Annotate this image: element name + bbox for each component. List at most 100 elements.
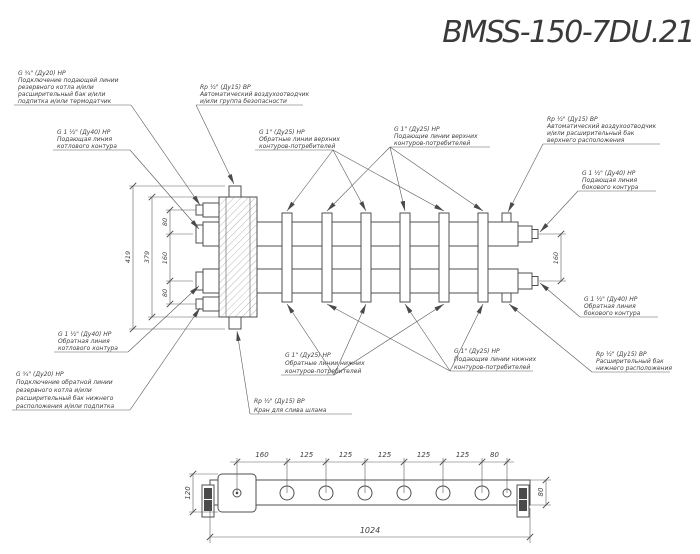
- separator-body: [218, 196, 258, 318]
- callout-leader: [539, 190, 579, 233]
- left-bottom-stub-collar: [195, 298, 204, 310]
- upper-side-fitting: [517, 225, 533, 243]
- dim-bar-height: 80: [537, 487, 545, 496]
- callout-leader: [449, 303, 484, 372]
- dim-span-5: 125: [417, 451, 431, 459]
- lower-side-fitting: [517, 272, 533, 290]
- callout-text-line: Обратная линия: [584, 303, 636, 310]
- callout-text-line: и/или расширительный бак: [547, 130, 635, 137]
- callout-text-line: расширительный бак нижнего: [15, 395, 114, 402]
- callout-text-line: Подающие линии верхних: [394, 133, 478, 140]
- dim-span-6: 125: [456, 451, 470, 459]
- left-supply-stub-collar: [195, 224, 204, 244]
- left-mount-bracket: [201, 484, 215, 518]
- left-supply-stub: [202, 221, 220, 247]
- callout-air-vent-upper-tank: Rp ½" (Ду15) ВР Автоматический воздухоот…: [507, 116, 660, 213]
- callout-text-line: G 1" (Ду25) НР: [454, 348, 500, 355]
- dim-ticks: [189, 458, 550, 541]
- callout-text-line: бокового контура: [582, 184, 639, 191]
- dim-column-height: 379: [143, 251, 151, 263]
- callout-text-line: G ¾" (Ду20) НР: [18, 70, 66, 77]
- riser-2: [321, 212, 333, 303]
- callout-text-line: Rp ½" (Ду15) ВР: [254, 398, 305, 405]
- callout-air-vent-safety-group: Rp ½" (Ду15) ВР Автоматический воздухоот…: [195, 84, 310, 185]
- callout-text-line: Обратная линия: [58, 338, 110, 345]
- callout-leader: [286, 149, 334, 212]
- bottom-view: 160 125 125 125 125 125 80 1024 120 80: [184, 451, 551, 543]
- callout-leader: [404, 303, 451, 372]
- callout-text-line: бокового контура: [584, 310, 641, 317]
- callout-upper-return-lines: G 1" (Ду25) НР Обратные линии верхних ко…: [255, 129, 445, 212]
- callout-text-line: котлового контура: [58, 345, 118, 352]
- lower-collector: [256, 268, 519, 294]
- callout-leader: [127, 285, 200, 353]
- callout-text-line: Rp ½" (Ду15) ВР: [596, 351, 647, 358]
- callout-text-line: Расширительный бак: [596, 358, 664, 365]
- callout-text-line: нижнего расположения: [596, 365, 672, 372]
- dim-side-gap: 160: [552, 252, 560, 264]
- callout-text-line: Подключение подающей линии: [18, 77, 119, 84]
- right-mount-bracket: [516, 484, 530, 518]
- callout-text-line: G 1 ½" (Ду40) НР: [582, 170, 636, 177]
- callout-text-line: Подающая линия: [57, 136, 112, 143]
- callout-text-line: G 1 ½" (Ду40) НР: [57, 129, 111, 136]
- plan-dimensions: 160 125 125 125 125 125 80 1024 120 80: [184, 451, 551, 543]
- callout-text-line: котлового контура: [57, 143, 117, 150]
- callout-leader: [129, 307, 201, 411]
- left-bottom-stub: [202, 296, 220, 312]
- callout-drain-valve: Rp ½" (Ду15) ВР Кран для слива шлама: [236, 330, 352, 415]
- dim-span-2: 125: [300, 451, 314, 459]
- callout-text-line: контуров-потребителей: [285, 368, 361, 375]
- dim-span-first: 160: [255, 451, 269, 459]
- extension-lines: [129, 185, 566, 330]
- callout-text-line: подпитка и/или термодатчик: [18, 98, 112, 105]
- callout-text-line: верхнего расположения: [547, 137, 625, 144]
- callout-leader: [332, 149, 445, 212]
- callout-text-line: Обратные линии нижних: [285, 360, 365, 367]
- callout-leader: [326, 146, 391, 212]
- dim-overall-length: 1024: [360, 526, 380, 535]
- callout-text-line: контуров-потребителей: [259, 143, 335, 150]
- drawing-title: BMSS-150-7DU.21: [442, 15, 694, 50]
- front-view: 419 379 80 160 80 160 G ¾" (Ду20) НР Под…: [12, 70, 672, 415]
- riser-6: [477, 212, 489, 303]
- callout-text-line: Подающие линии нижних: [454, 356, 537, 363]
- lower-side-nub: [531, 276, 539, 286]
- callout-boiler-return: G 1 ½" (Ду40) НР Обратная линия котловог…: [54, 285, 200, 353]
- callout-leader: [129, 149, 200, 230]
- callout-text-line: Подключение обратной линии: [16, 379, 113, 386]
- callout-text-line: резервного котла и/или: [17, 84, 94, 91]
- callout-leader: [195, 104, 235, 185]
- manifold-bar: [209, 479, 531, 506]
- callout-lower-supply-lines: G 1" (Ду25) НР Подающие линии нижних кон…: [326, 303, 537, 372]
- callout-text-line: G 1 ½" (Ду40) НР: [58, 331, 112, 338]
- upper-collector: [256, 221, 519, 247]
- drain-nozzle: [228, 316, 242, 330]
- dim-overall-height: 419: [124, 251, 132, 263]
- callout-leader: [332, 149, 367, 212]
- callout-text-line: контуров-потребителей: [394, 140, 470, 147]
- top-vent-nozzle: [228, 185, 242, 198]
- branch-risers: [281, 212, 512, 303]
- dim-span-4: 125: [378, 451, 392, 459]
- callouts: G ¾" (Ду20) НР Подключение подающей лини…: [12, 70, 672, 415]
- riser-4: [399, 212, 411, 303]
- callout-leader: [130, 104, 201, 206]
- callout-return-reserve-boiler-bottom: G ¾" (Ду20) НР Подключение обратной лини…: [12, 307, 201, 411]
- callout-text-line: Rp ½" (Ду15) ВР: [200, 84, 251, 91]
- riser-1: [281, 212, 293, 303]
- dim-block-height: 120: [184, 486, 192, 500]
- dim-axis-gap: 160: [161, 252, 169, 264]
- callout-text-line: G 1" (Ду25) НР: [259, 129, 305, 136]
- dimension-lines: [192, 461, 547, 538]
- left-top-stub: [202, 202, 220, 218]
- callout-leader: [539, 282, 581, 318]
- callout-text-line: Автоматический воздухоотводчик: [199, 91, 310, 98]
- callout-text-line: и/или группа безопасности: [200, 98, 287, 105]
- callout-side-return: G 1 ½" (Ду40) НР Обратная линия бокового…: [539, 282, 658, 318]
- left-return-stub-collar: [195, 271, 204, 291]
- separator-column: [195, 185, 258, 330]
- dim-top-gap: 80: [161, 218, 169, 226]
- callout-leader: [286, 303, 335, 376]
